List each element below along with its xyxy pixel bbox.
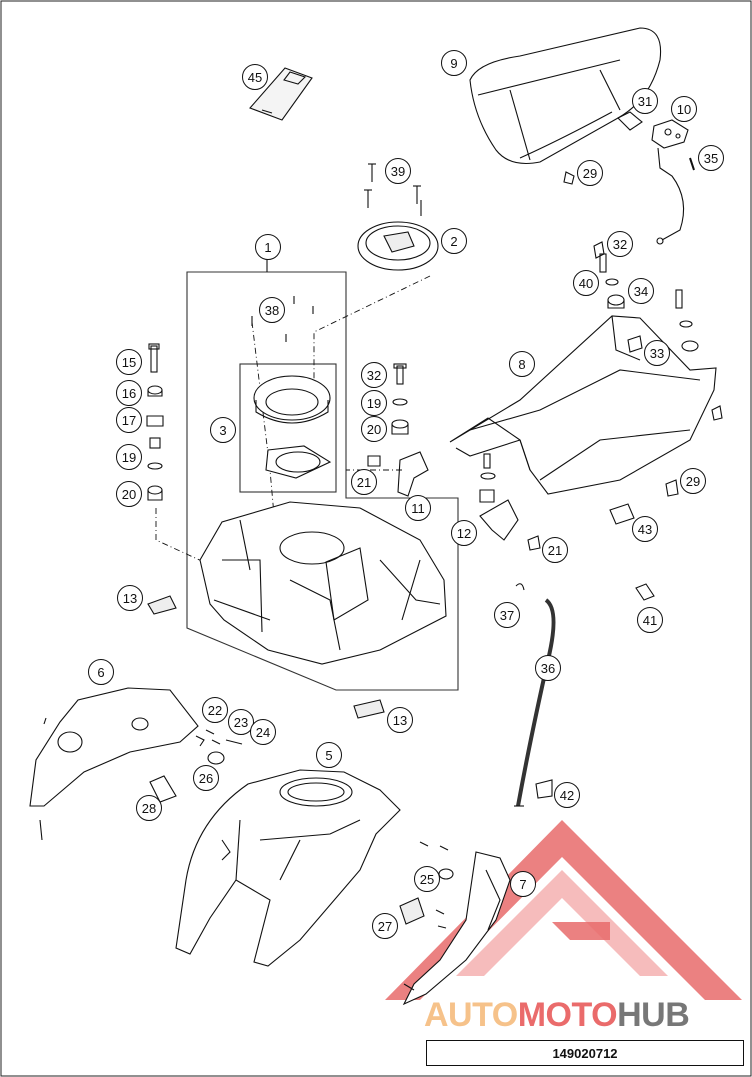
- part-13-pad-a: [147, 595, 177, 615]
- part-29-bumper-top: [563, 171, 575, 185]
- callout-3[interactable]: 3: [210, 417, 236, 443]
- part-11-bracket: [367, 451, 429, 497]
- callout-40[interactable]: 40: [573, 270, 599, 296]
- callout-25[interactable]: 25: [414, 866, 440, 892]
- watermark-middle: MOTO: [517, 996, 618, 1034]
- part-3-fuel-pump: [253, 375, 332, 479]
- callout-41[interactable]: 41: [637, 607, 663, 633]
- assembly-box-3: [239, 363, 337, 493]
- callout-1[interactable]: 1: [255, 234, 281, 260]
- part-41-connector: [635, 583, 655, 601]
- callout-32-mid[interactable]: 32: [361, 362, 387, 388]
- callout-22[interactable]: 22: [202, 697, 228, 723]
- part-number-box: 149020712: [426, 1040, 744, 1066]
- callout-19-mid[interactable]: 19: [361, 390, 387, 416]
- callout-29-top[interactable]: 29: [577, 160, 603, 186]
- callout-16[interactable]: 16: [116, 380, 142, 406]
- callout-20-mid[interactable]: 20: [361, 416, 387, 442]
- callout-34[interactable]: 34: [628, 278, 654, 304]
- callout-19-left[interactable]: 19: [116, 444, 142, 470]
- part-fuel-tank: [199, 501, 447, 665]
- callout-2[interactable]: 2: [441, 228, 467, 254]
- part-37-clip: [515, 583, 525, 591]
- callout-10[interactable]: 10: [671, 96, 697, 122]
- callout-12[interactable]: 12: [451, 520, 477, 546]
- callout-17[interactable]: 17: [116, 407, 142, 433]
- callout-6[interactable]: 6: [88, 659, 114, 685]
- part-6-left-panel: [29, 687, 199, 841]
- part-5-tank-cover: [175, 769, 401, 967]
- callout-26[interactable]: 26: [193, 765, 219, 791]
- callout-8[interactable]: 8: [509, 351, 535, 377]
- part-13-pad-b: [353, 699, 385, 719]
- callout-31[interactable]: 31: [632, 88, 658, 114]
- part-29-bumper: [665, 479, 679, 497]
- callout-13-top[interactable]: 13: [117, 585, 143, 611]
- part-42-clip: [535, 779, 553, 799]
- callout-28[interactable]: 28: [136, 795, 162, 821]
- callout-37[interactable]: 37: [494, 602, 520, 628]
- callout-35[interactable]: 35: [698, 145, 724, 171]
- left-fastener-stack: [146, 343, 164, 501]
- callout-24[interactable]: 24: [250, 719, 276, 745]
- callout-39[interactable]: 39: [385, 158, 411, 184]
- watermark-suffix: HUB: [617, 996, 690, 1034]
- part-2-fuel-cap: [357, 221, 439, 271]
- callout-42[interactable]: 42: [554, 782, 580, 808]
- part-9-pillion-seat: [469, 27, 662, 165]
- part-7-right-panel: [402, 851, 511, 1006]
- callout-21-right[interactable]: 21: [542, 537, 568, 563]
- callout-13-bottom[interactable]: 13: [387, 707, 413, 733]
- callout-5[interactable]: 5: [316, 742, 342, 768]
- callout-20-left[interactable]: 20: [116, 481, 142, 507]
- part-45-key: [249, 67, 313, 121]
- callout-36[interactable]: 36: [535, 655, 561, 681]
- callout-43[interactable]: 43: [632, 516, 658, 542]
- part-number: 149020712: [552, 1045, 618, 1061]
- part-39-bolts: [364, 163, 422, 216]
- watermark-prefix: AUTO: [424, 996, 518, 1034]
- part-36-hose: [516, 598, 556, 807]
- callout-15[interactable]: 15: [116, 349, 142, 375]
- callout-33[interactable]: 33: [644, 340, 670, 366]
- small-parts-22-28: [149, 729, 243, 803]
- part-10-seat-lock: [617, 111, 695, 245]
- callout-11[interactable]: 11: [405, 495, 431, 521]
- part-38-screws: [251, 296, 314, 342]
- assembly-box-1: [186, 271, 459, 691]
- middle-fastener-stack: [391, 363, 409, 435]
- callout-27[interactable]: 27: [372, 913, 398, 939]
- callout-7[interactable]: 7: [510, 871, 536, 897]
- callout-32-right[interactable]: 32: [607, 231, 633, 257]
- callout-29-right[interactable]: 29: [680, 468, 706, 494]
- part-43-clip: [609, 503, 635, 525]
- callout-45[interactable]: 45: [242, 64, 268, 90]
- grommets-25-27: [399, 841, 454, 929]
- watermark-text: AUTOMOTOHUB: [424, 996, 690, 1035]
- callout-9[interactable]: 9: [441, 50, 467, 76]
- callout-38[interactable]: 38: [259, 297, 285, 323]
- callout-21-left[interactable]: 21: [351, 469, 377, 495]
- part-12-bracket: [479, 453, 541, 551]
- right-fastener-stack: [593, 241, 723, 421]
